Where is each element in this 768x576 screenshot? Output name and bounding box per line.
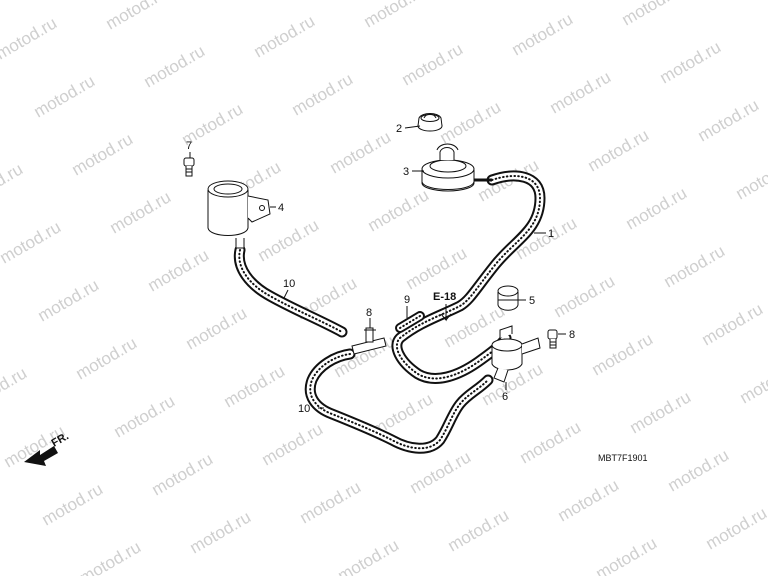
- watermark-text: motod.ru: [251, 11, 319, 61]
- part-8-bolt-left: [183, 157, 195, 177]
- watermark-text: motod.ru: [0, 0, 22, 5]
- callout-3: 3: [403, 166, 409, 178]
- watermark-text: motod.ru: [145, 245, 213, 295]
- watermark-text: motod.ru: [585, 125, 653, 175]
- callout-10-lower: 10: [298, 403, 310, 415]
- watermark-text: motod.ru: [141, 41, 209, 91]
- watermark-text: motod.ru: [297, 477, 365, 527]
- watermark-text: motod.ru: [699, 299, 767, 349]
- watermark-text: motod.ru: [255, 215, 323, 265]
- watermark-text: motod.ru: [737, 357, 768, 407]
- watermark-text: motod.ru: [187, 507, 255, 557]
- watermark-text: motod.ru: [183, 303, 251, 353]
- leader-lines: [189, 125, 566, 409]
- watermark-text: motod.ru: [509, 9, 577, 59]
- watermark-text: motod.ru: [73, 333, 141, 383]
- watermark-text: motod.ru: [107, 187, 175, 237]
- watermark-text: motod.ru: [555, 475, 623, 525]
- watermark-text: motod.ru: [335, 535, 403, 576]
- watermark-text: motod.ru: [403, 243, 471, 293]
- part-6-valve: [491, 325, 541, 383]
- watermark-text: motod.ru: [0, 363, 30, 413]
- watermark-text: motod.ru: [623, 183, 691, 233]
- watermark-text: motod.ru: [703, 503, 768, 553]
- watermark-text: motod.ru: [551, 271, 619, 321]
- callout-7: 8: [366, 307, 372, 319]
- watermark-text: motod.ru: [77, 537, 145, 576]
- diagram-code: MBT7F1901: [598, 453, 648, 463]
- watermark-text: motod.ru: [407, 447, 475, 497]
- callout-2: 2: [396, 123, 402, 135]
- watermark-text: motod.ru: [103, 0, 171, 33]
- watermark-text: motod.ru: [0, 13, 60, 63]
- watermark-text: motod.ru: [657, 37, 725, 87]
- svg-text:E-18: E-18: [433, 291, 456, 303]
- watermark-text: motod.ru: [111, 391, 179, 441]
- watermark-text: motod.ru: [619, 0, 687, 29]
- watermark-text: motod.ru: [0, 159, 26, 209]
- callout-1: 1: [548, 228, 554, 240]
- watermark-text: motod.ru: [437, 97, 505, 147]
- watermark-text: motod.ru: [733, 153, 768, 203]
- watermark-text: motod.ru: [589, 329, 657, 379]
- part-2-cap: [417, 113, 443, 132]
- watermark-text: motod.ru: [35, 275, 103, 325]
- watermark-text: motod.ru: [259, 419, 327, 469]
- callout-9: 9: [404, 294, 410, 306]
- watermark-text: motod.ru: [627, 387, 695, 437]
- watermark-text: motod.ru: [69, 129, 137, 179]
- watermark-text: motod.ru: [327, 127, 395, 177]
- watermark-text: motod.ru: [471, 0, 539, 1]
- watermark-text: motod.ru: [31, 71, 99, 121]
- watermark-text: motod.ru: [517, 417, 585, 467]
- watermark-text: motod.ru: [445, 505, 513, 555]
- part-7-joint: [351, 327, 387, 355]
- watermark-text: motod.ru: [661, 241, 729, 291]
- callout-10-upper: 10: [283, 278, 295, 290]
- watermark-text: motod.ru: [399, 39, 467, 89]
- part-5-cap: [497, 285, 519, 311]
- watermark-text: motod.ru: [365, 185, 433, 235]
- callout-6: 6: [502, 391, 508, 403]
- watermark-text: motod.ru: [0, 217, 64, 267]
- hose-1: [391, 170, 546, 384]
- watermark-text: motod.ru: [289, 69, 357, 119]
- part-4-canister: [207, 180, 271, 249]
- watermark-text: motod.ru: [149, 449, 217, 499]
- hose-10-upper: [233, 244, 348, 338]
- reference-e18: E-18: [433, 291, 456, 322]
- watermark-text: motod.ru: [213, 0, 281, 3]
- watermark-text: motod.ru: [695, 95, 763, 145]
- watermark-text: motod.ru: [221, 361, 289, 411]
- hose-10-lower: [304, 348, 494, 454]
- watermark-text: motod.ru: [547, 67, 615, 117]
- watermark-text: motod.ru: [39, 479, 107, 529]
- watermark-text: motod.ru: [593, 533, 661, 576]
- part-8-bolt-right: [547, 329, 558, 349]
- watermark-text: motod.ru: [665, 445, 733, 495]
- callout-5: 5: [529, 295, 535, 307]
- watermark-text: motod.ru: [361, 0, 429, 31]
- callout-8-left: 7: [186, 140, 192, 152]
- part-3-canister: [421, 143, 492, 192]
- callout-4: 4: [278, 202, 284, 214]
- callout-8-right: 8: [569, 329, 575, 341]
- hose-9: [395, 311, 425, 333]
